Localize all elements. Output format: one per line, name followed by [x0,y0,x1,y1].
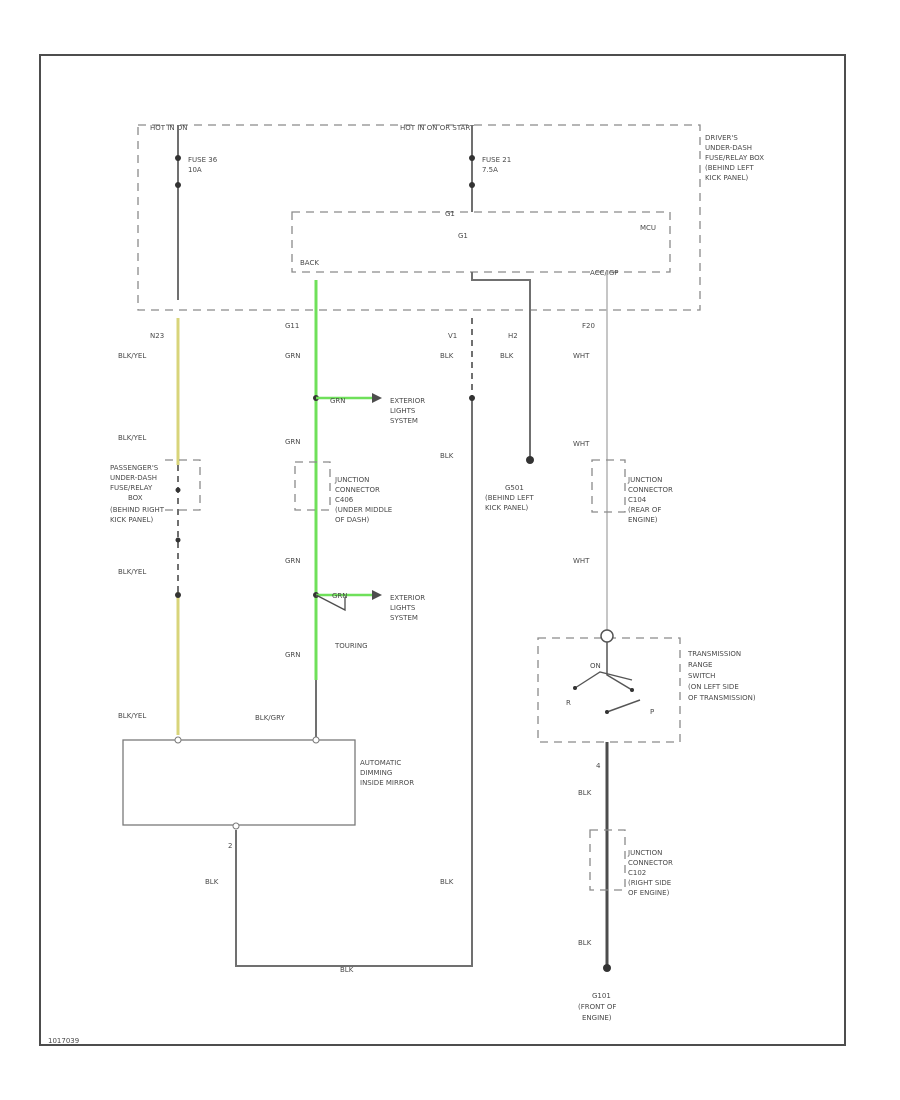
diagram-frame [39,54,846,1046]
g101-label: G101 (FRONT OF ENGINE) [578,992,619,1022]
junction-c102-label: JUNCTION CONNECTOR C102 (RIGHT SIDE OF E… [627,849,675,897]
wire-label-grn-4: GRN [285,557,301,565]
pin-g1: G1 [445,210,455,218]
touring-label: TOURING [334,642,368,650]
terminal-v1: V1 [448,332,457,340]
wht-wire: WHT WHT WHT [573,272,608,632]
fuse-36: FUSE 36 10A [175,125,219,300]
mcu-right-label: MCU [640,224,656,232]
transmission-switch-label: TRANSMISSION RANGE SWITCH (ON LEFT SIDE … [687,650,756,702]
hot-label-left: HOT IN ON [150,124,188,132]
exterior-lights-1: EXTERIOR LIGHTS SYSTEM [390,397,427,425]
wire-label-blk-8: BLK [578,939,592,947]
hot-label-center: HOT IN ON OR START [400,124,475,132]
driver-fuse-box: HOT IN ON HOT IN ON OR START DRIVER'S UN… [137,124,766,311]
footer-code: 1017039 [48,1037,79,1045]
passenger-fuse-box: PASSENGER'S UNDER-DASH FUSE/RELAY BOX (B… [110,459,201,524]
fuse-21: FUSE 21 7.5A [469,125,513,212]
wire-label-blk-5: BLK [205,878,219,886]
junction-c406: JUNCTION CONNECTOR C406 (UNDER MIDDLE OF… [294,461,394,524]
grn-wire: GRN GRN GRN GRN GRN GRN TOURING BLK/GRY [255,280,382,740]
wire-label-blk-yel-3: BLK/YEL [118,568,146,576]
wire-label-wht-1: WHT [573,352,590,360]
switch-pin-on: ON [590,662,601,670]
wire-label-blk-2: BLK [500,352,514,360]
wire-label-grn-6: GRN [285,651,301,659]
wire-label-blk-yel-2: BLK/YEL [118,434,146,442]
passenger-box-label: PASSENGER'S UNDER-DASH FUSE/RELAY BOX (B… [110,464,166,524]
fuse-21-label: FUSE 21 7.5A [482,156,513,174]
switch-pin-r: R [566,699,571,707]
switch-pin-4: 4 [596,762,601,770]
mirror-label: AUTOMATIC DIMMING INSIDE MIRROR [360,759,414,787]
driver-box-label: DRIVER'S UNDER-DASH FUSE/RELAY BOX (BEHI… [705,134,766,182]
terminal-h2: H2 [508,332,518,340]
blk-wire-v1: BLK BLK BLK BLK BLK BLK [205,272,534,974]
wire-label-blk-3: BLK [440,452,454,460]
wire-label-blk-gry: BLK/GRY [255,714,285,722]
wire-label-blk-yel-4: BLK/YEL [118,712,146,720]
exterior-lights-2: EXTERIOR LIGHTS SYSTEM [390,594,427,622]
mirror-pin-2: 2 [228,842,232,850]
g501-label: G501 (BEHIND LEFT KICK PANEL) [485,484,536,512]
wire-label-blk-yel-1: BLK/YEL [118,352,146,360]
switch-pin-p: P [650,708,654,716]
pin-acc: ACC/IGP [590,269,619,277]
wire-label-blk-7: BLK [578,789,592,797]
wire-label-blk-1: BLK [440,352,454,360]
blk-yel-wire: BLK/YEL BLK/YEL BLK/YEL BLK/YEL [118,318,181,735]
wire-label-grn-1: GRN [285,352,301,360]
fuse-36-label: FUSE 36 10A [188,156,219,174]
junction-c104-label: JUNCTION CONNECTOR C104 (REAR OF ENGINE) [627,476,675,524]
wire-label-grn-3: GRN [285,438,301,446]
blk-wire-g101: 4 BLK BLK [578,742,611,972]
wire-label-blk-4: BLK [440,878,454,886]
pin-back: BACK [300,259,319,267]
terminal-f20: F20 [582,322,595,330]
wire-label-grn-5: GRN [332,592,348,600]
junction-c102: JUNCTION CONNECTOR C102 (RIGHT SIDE OF E… [589,829,675,897]
auto-dimming-mirror: 2 AUTOMATIC DIMMING INSIDE MIRROR [122,736,414,850]
mcu-left-label: G1 [458,232,468,240]
terminal-n23: N23 [150,332,164,340]
junction-c406-label: JUNCTION CONNECTOR C406 (UNDER MIDDLE OF… [334,476,394,524]
transmission-range-switch: R ON P TRANSMISSION RANGE SWITCH (ON LEF… [537,629,756,743]
terminal-g11: G11 [285,322,299,330]
mcu-box: G1 MCU BACK ACC/IGP G1 [291,210,671,277]
junction-c104: JUNCTION CONNECTOR C104 (REAR OF ENGINE) [591,459,675,524]
wire-label-wht-2: WHT [573,440,590,448]
wire-label-grn-2: GRN [330,397,346,405]
wire-label-wht-3: WHT [573,557,590,565]
wire-label-blk-6: BLK [340,966,354,974]
